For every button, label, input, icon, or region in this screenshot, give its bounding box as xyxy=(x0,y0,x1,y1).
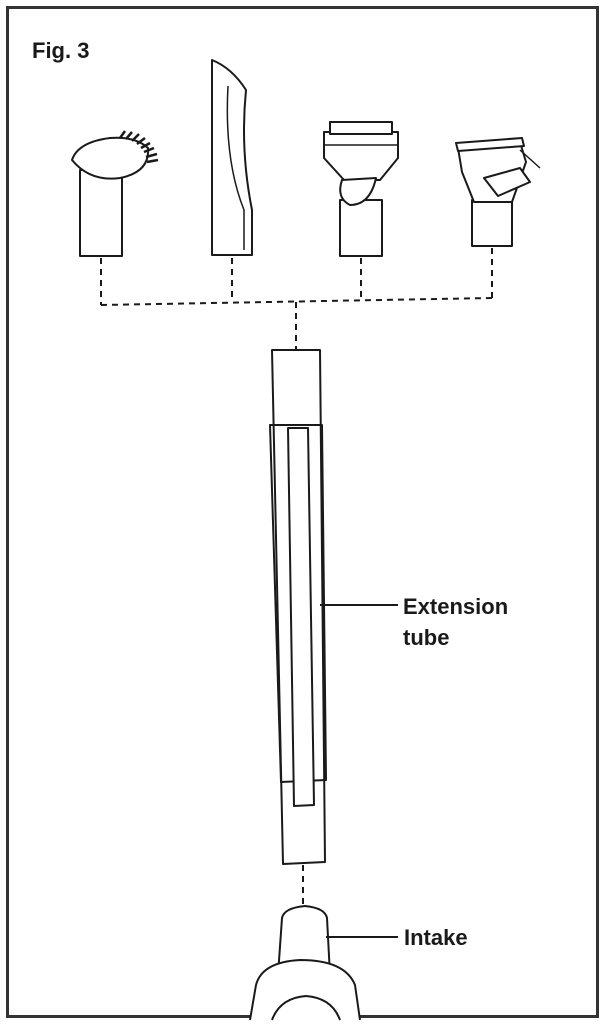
upholstery-tool-icon xyxy=(323,121,399,257)
pet-tool-icon xyxy=(455,137,541,247)
intake-label: Intake xyxy=(404,925,468,950)
extension-tube xyxy=(269,349,327,865)
dusting-brush-icon xyxy=(71,130,159,257)
extension-tube-label-line2: tube xyxy=(403,625,450,650)
figure-title: Fig. 3 xyxy=(32,38,90,63)
crevice-tool-icon xyxy=(211,59,253,256)
extension-tube-label: Extension tube xyxy=(403,591,573,653)
intake xyxy=(249,905,361,1021)
extension-tube-label-line1: Extension xyxy=(403,594,509,619)
connector-lines xyxy=(100,248,493,910)
